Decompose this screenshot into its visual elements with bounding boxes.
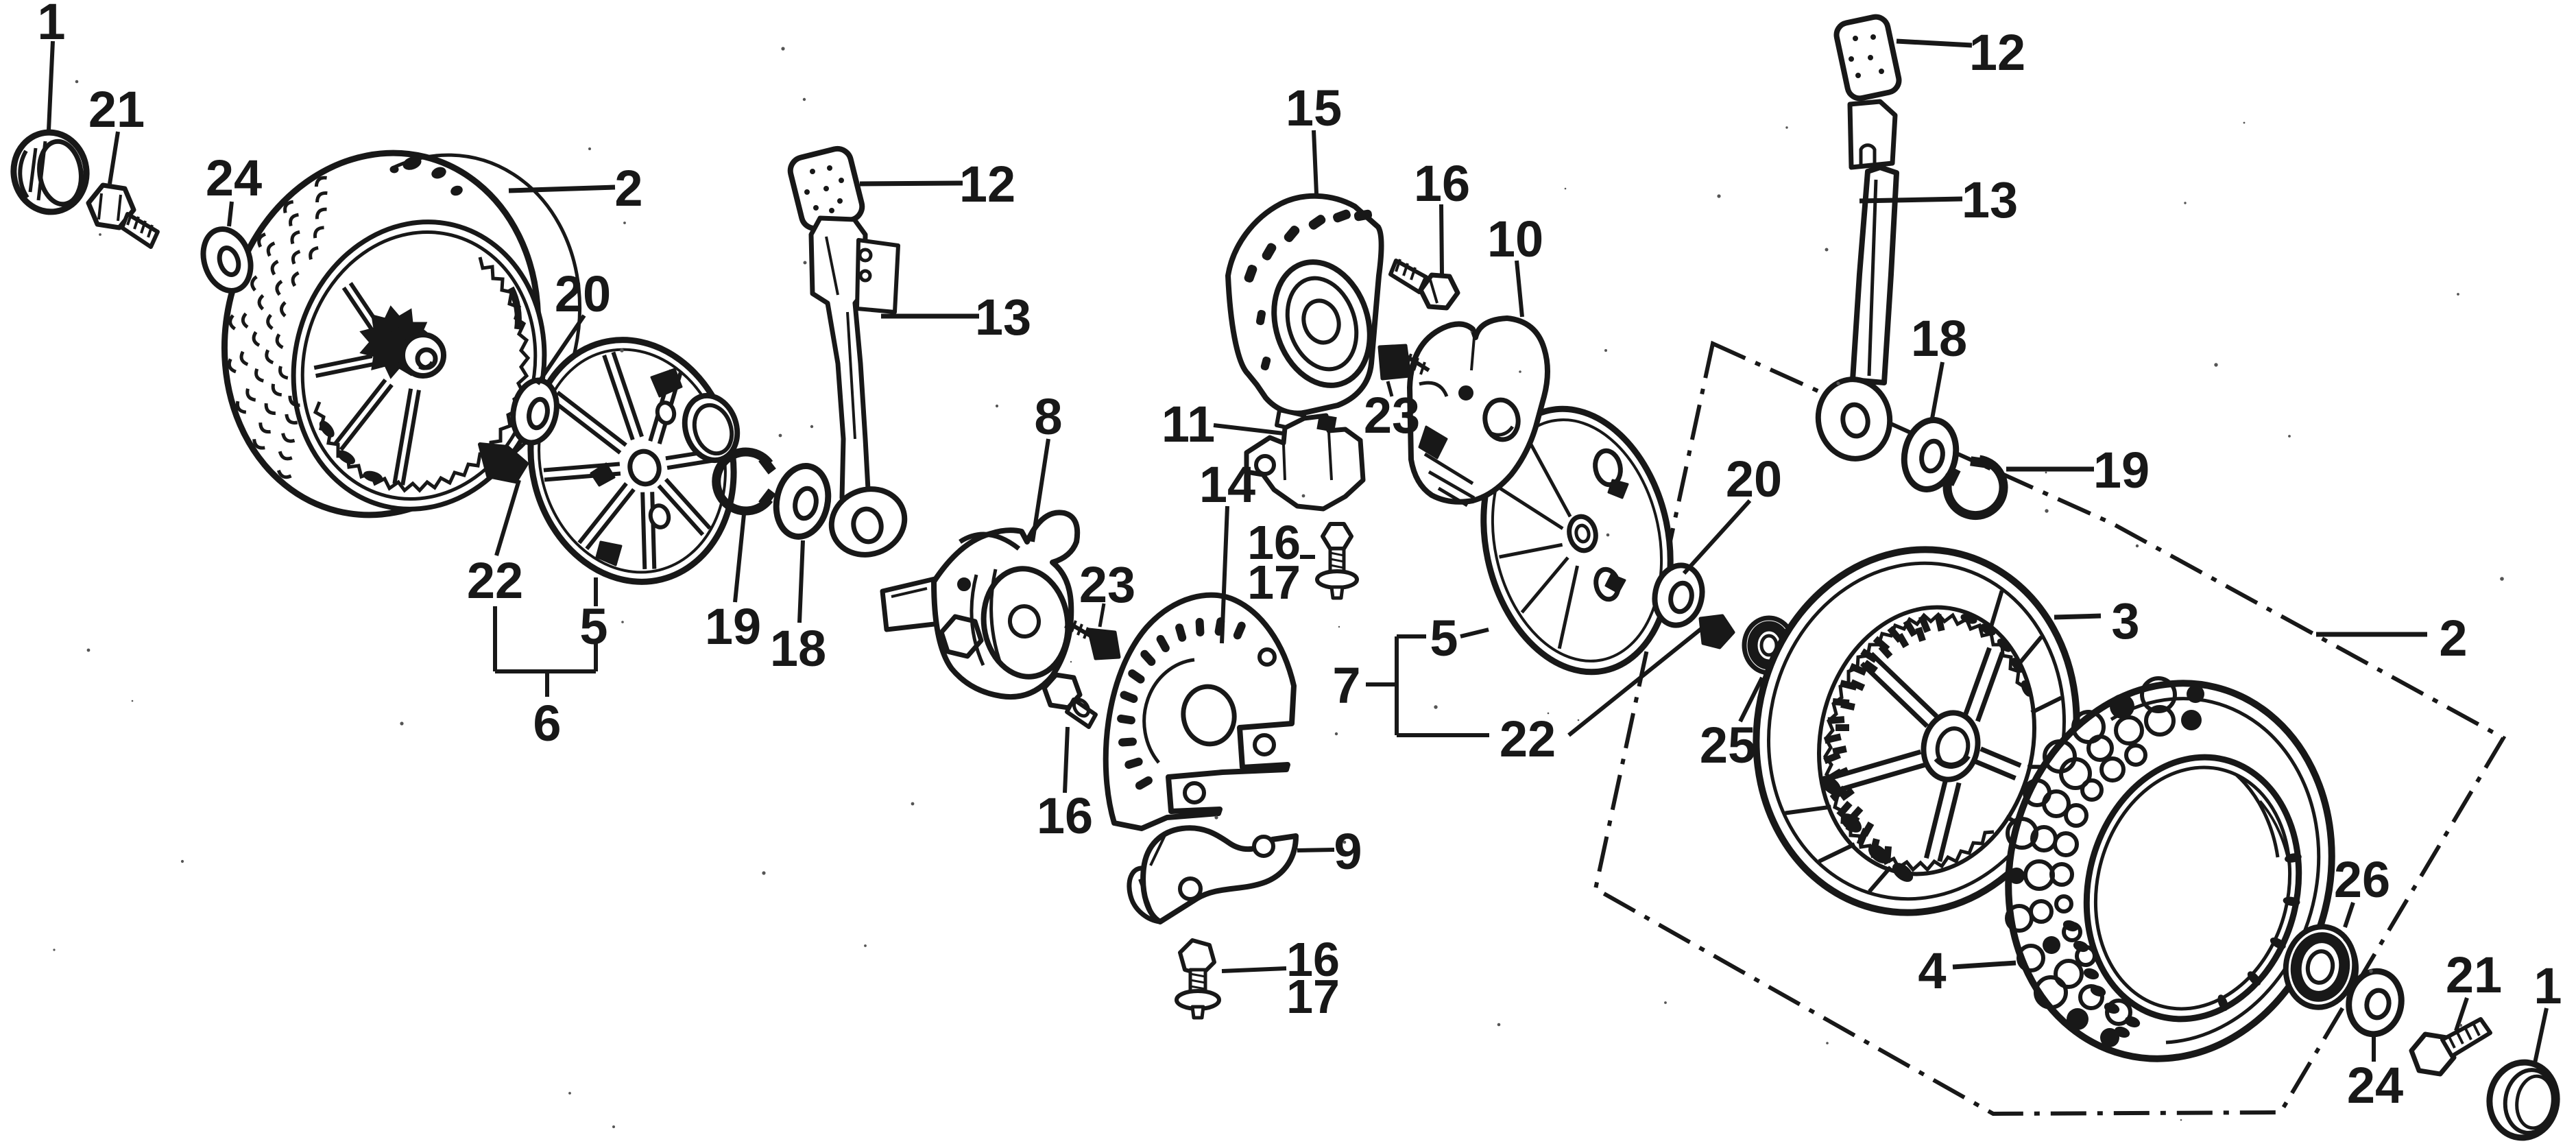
svg-text:12: 12 (959, 156, 1015, 213)
svg-text:16: 16 (1037, 787, 1093, 844)
svg-text:16: 16 (1247, 516, 1301, 569)
svg-text:24: 24 (2347, 1057, 2403, 1114)
svg-text:26: 26 (2334, 851, 2390, 908)
svg-text:6: 6 (533, 695, 561, 752)
svg-text:8: 8 (1034, 388, 1062, 445)
svg-text:11: 11 (1161, 396, 1215, 453)
svg-text:23: 23 (1079, 556, 1135, 613)
svg-text:15: 15 (1286, 80, 1342, 136)
svg-text:24: 24 (206, 150, 262, 206)
svg-text:22: 22 (1500, 711, 1556, 767)
svg-text:12: 12 (1969, 24, 2025, 81)
svg-text:13: 13 (1962, 171, 2018, 228)
svg-text:14: 14 (1199, 456, 1255, 513)
svg-text:17: 17 (1247, 556, 1301, 609)
svg-text:7: 7 (1332, 657, 1360, 714)
svg-text:10: 10 (1487, 211, 1543, 267)
svg-text:1: 1 (2533, 957, 2562, 1014)
svg-text:16: 16 (1286, 933, 1340, 986)
svg-text:5: 5 (1430, 610, 1458, 667)
svg-text:13: 13 (975, 289, 1031, 346)
svg-text:22: 22 (467, 552, 523, 609)
svg-text:18: 18 (770, 620, 826, 677)
svg-text:2: 2 (614, 160, 642, 217)
svg-text:21: 21 (2446, 946, 2502, 1003)
svg-text:19: 19 (2093, 442, 2150, 499)
svg-text:16: 16 (1414, 155, 1470, 212)
svg-text:21: 21 (88, 81, 145, 138)
svg-text:25: 25 (1700, 717, 1756, 774)
svg-text:20: 20 (555, 265, 611, 322)
svg-text:3: 3 (2111, 593, 2139, 649)
svg-text:17: 17 (1286, 970, 1340, 1023)
svg-text:2: 2 (2439, 610, 2467, 667)
svg-text:20: 20 (1726, 451, 1782, 508)
svg-text:19: 19 (705, 598, 761, 655)
svg-text:4: 4 (1918, 942, 1946, 999)
svg-text:18: 18 (1911, 310, 1967, 367)
svg-text:9: 9 (1334, 823, 1362, 880)
